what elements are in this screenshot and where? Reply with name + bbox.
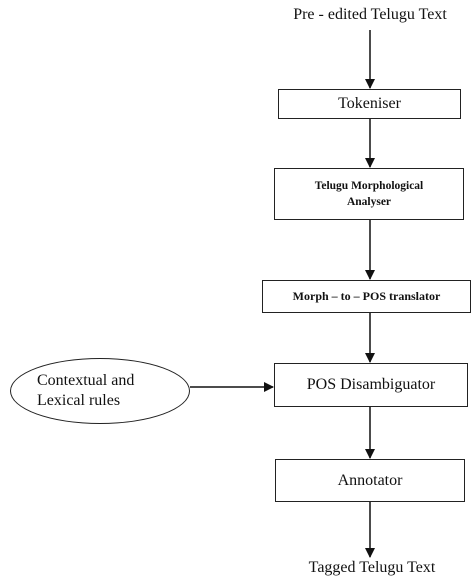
analyser-label-line2: Analyser xyxy=(346,196,392,208)
annotator-box: Annotator xyxy=(275,459,465,502)
rules-label-line1: Contextual and xyxy=(37,372,135,389)
morph-to-pos-translator-box: Morph – to – POS translator xyxy=(262,280,471,313)
rules-label-line2: Lexical rules xyxy=(37,392,121,409)
translator-label: Morph – to – POS translator xyxy=(292,289,441,303)
input-text-label: Pre - edited Telugu Text xyxy=(293,6,447,23)
tokeniser-label: Tokeniser xyxy=(338,95,401,112)
output-text-label: Tagged Telugu Text xyxy=(308,559,436,576)
morphological-analyser-box: Telugu Morphological Analyser xyxy=(274,168,464,220)
tokeniser-box: Tokeniser xyxy=(278,89,461,119)
analyser-label-line1: Telugu Morphological xyxy=(314,180,424,192)
annotator-label: Annotator xyxy=(337,471,403,489)
pos-disambiguator-box: POS Disambiguator xyxy=(274,363,468,407)
contextual-lexical-rules-ellipse: Contextual and Lexical rules xyxy=(10,358,190,424)
disambiguator-label: POS Disambiguator xyxy=(306,376,436,393)
